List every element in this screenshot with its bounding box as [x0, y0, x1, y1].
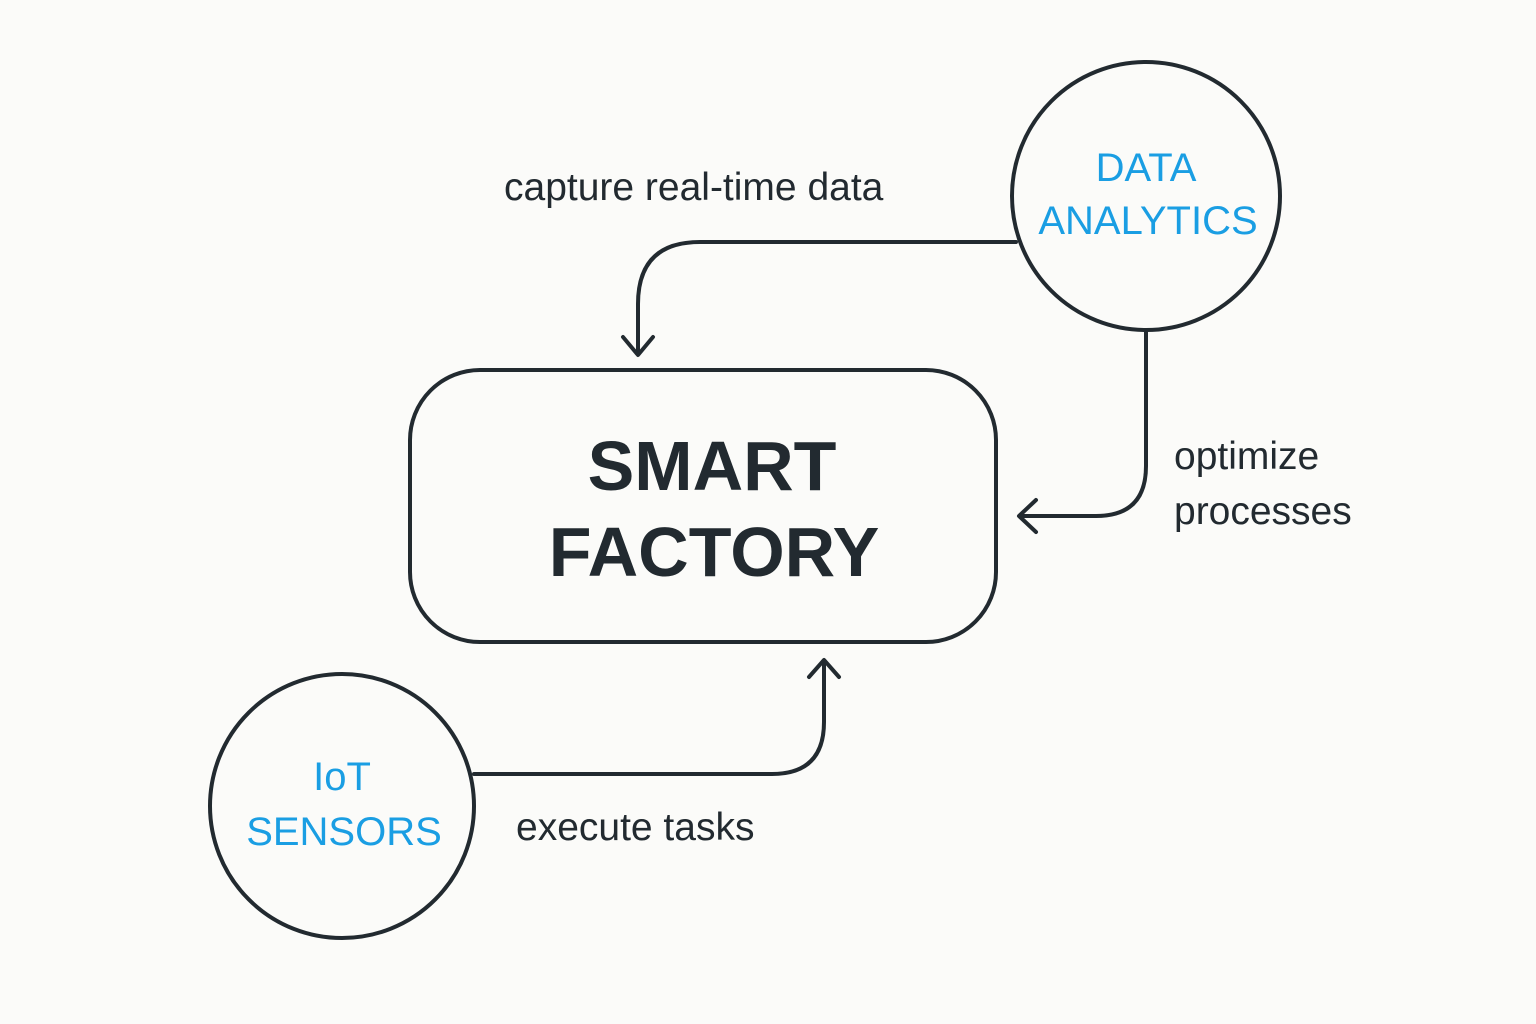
- iot-sensors-node: IoT SENSORS: [208, 672, 476, 940]
- optimize-edge-line: [1020, 330, 1148, 518]
- smart-factory-label-line2: FACTORY: [549, 513, 880, 591]
- edge-capture-real-time-data: [621, 240, 1018, 357]
- execute-edge-line: [472, 660, 826, 776]
- iot-sensors-circle: [208, 672, 476, 940]
- optimize-arrowhead-icon: [1017, 498, 1038, 534]
- smart-factory-node: SMART FACTORY: [408, 368, 998, 644]
- data-analytics-label-line1: DATA: [1096, 146, 1197, 190]
- data-analytics-node: DATA ANALYTICS: [1010, 60, 1282, 332]
- edge-optimize-processes: [1017, 330, 1148, 534]
- smart-factory-box: [408, 368, 998, 644]
- execute-edge-label: execute tasks: [516, 806, 754, 849]
- data-analytics-label-line2: ANALYTICS: [1038, 199, 1257, 243]
- capture-arrowhead-icon: [621, 335, 655, 357]
- iot-sensors-label-line1: IoT: [313, 755, 371, 799]
- optimize-edge-label-line2: processes: [1174, 490, 1352, 533]
- iot-sensors-label-line2: SENSORS: [246, 810, 442, 854]
- capture-edge-line: [636, 240, 1018, 354]
- edge-execute-tasks: [472, 658, 841, 776]
- data-analytics-circle: [1010, 60, 1282, 332]
- execute-arrowhead-icon: [807, 658, 841, 679]
- smart-factory-label-line1: SMART: [588, 427, 837, 505]
- capture-edge-label: capture real-time data: [504, 166, 884, 209]
- optimize-edge-label-line1: optimize: [1174, 435, 1319, 478]
